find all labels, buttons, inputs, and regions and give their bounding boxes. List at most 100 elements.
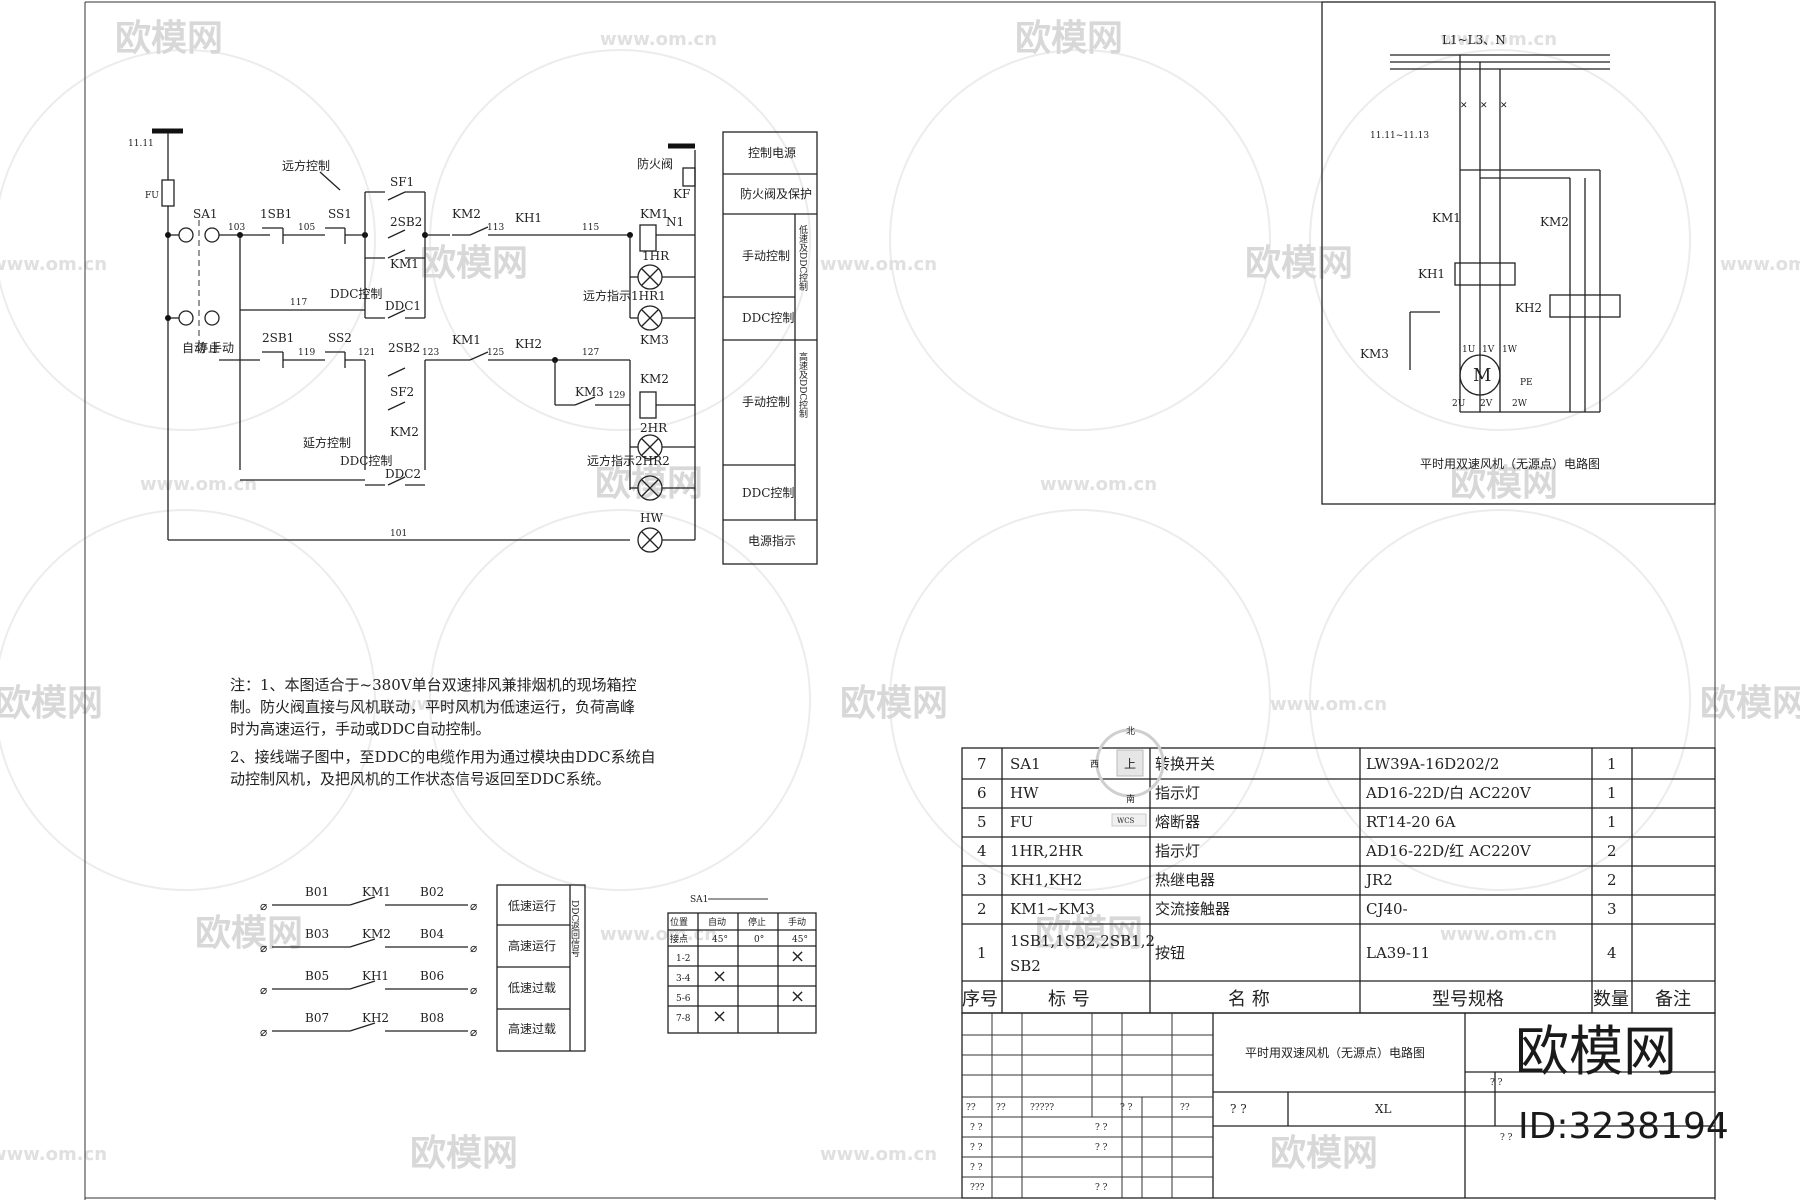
svg-text:交流接触器: 交流接触器	[1155, 900, 1230, 918]
svg-text:RT14-20 6A: RT14-20 6A	[1366, 813, 1456, 831]
svg-text:KH2: KH2	[1515, 301, 1542, 315]
svg-text:✕: ✕	[1480, 101, 1488, 111]
svg-text:2SB1: 2SB1	[262, 331, 294, 345]
svg-text:? ?: ? ?	[1095, 1183, 1108, 1193]
svg-text:101: 101	[390, 529, 407, 539]
svg-text:×: ×	[712, 1006, 727, 1027]
svg-text:?????: ?????	[1030, 1103, 1054, 1113]
svg-text:2U: 2U	[1452, 399, 1466, 409]
svg-text:LA39-11: LA39-11	[1366, 944, 1430, 962]
svg-text:HW: HW	[1010, 784, 1039, 802]
svg-text:FU: FU	[1010, 813, 1033, 831]
svg-text:www.om.cn: www.om.cn	[1440, 29, 1557, 50]
svg-text:低速过载: 低速过载	[508, 981, 556, 995]
svg-text:? ?: ? ?	[970, 1123, 983, 1133]
svg-text:1V: 1V	[1482, 345, 1495, 355]
svg-text:×: ×	[712, 966, 727, 987]
svg-text:www.om.cn: www.om.cn	[140, 474, 257, 495]
svg-text:数量: 数量	[1593, 989, 1629, 1010]
svg-text:AD16-22D/红 AC220V: AD16-22D/红 AC220V	[1365, 842, 1532, 860]
svg-text:123: 123	[422, 348, 439, 358]
svg-text:??: ??	[1180, 1103, 1190, 1113]
svg-text:B08: B08	[420, 1011, 444, 1025]
svg-text:低速及DDC控制: 低速及DDC控制	[797, 224, 808, 291]
svg-text:型号规格: 型号规格	[1432, 989, 1504, 1010]
svg-text:SS1: SS1	[328, 207, 352, 221]
svg-text:KM2: KM2	[1540, 215, 1569, 229]
svg-text:127: 127	[582, 348, 599, 358]
svg-text:129: 129	[608, 391, 625, 401]
parts-table: 7 SA1 转换开关 LW39A-16D202/2 1 6 HW 指示灯 AD1…	[961, 747, 1716, 1014]
svg-text:4: 4	[977, 842, 987, 860]
svg-text:高速过载: 高速过载	[508, 1021, 556, 1036]
svg-text:www.om.cn: www.om.cn	[400, 694, 517, 715]
svg-text:B02: B02	[420, 885, 444, 899]
svg-text:高速运行: 高速运行	[508, 938, 556, 953]
svg-text:⌀: ⌀	[470, 899, 477, 913]
svg-text:欧模网: 欧模网	[0, 683, 103, 724]
svg-text:N1: N1	[666, 215, 684, 229]
svg-text:KM1: KM1	[640, 207, 669, 221]
svg-text:JR2: JR2	[1364, 871, 1393, 889]
svg-text:⌀: ⌀	[470, 983, 477, 997]
svg-text:熔断器: 熔断器	[1155, 813, 1200, 831]
svg-text:1: 1	[1607, 755, 1617, 773]
svg-text:注：1、本图适合于~380V单台双速排风兼排烟机的现场箱控: 注：1、本图适合于~380V单台双速排风兼排烟机的现场箱控	[230, 676, 637, 694]
svg-text:欧模网: 欧模网	[595, 463, 703, 504]
svg-text:手动: 手动	[788, 916, 806, 928]
svg-text:自动: 自动	[182, 341, 206, 355]
svg-text:www.om.cn: www.om.cn	[0, 1144, 107, 1165]
svg-text:按钮: 按钮	[1155, 944, 1185, 962]
svg-text:备注: 备注	[1655, 989, 1691, 1010]
svg-text:3: 3	[977, 871, 987, 889]
svg-text:转换开关: 转换开关	[1155, 755, 1215, 773]
svg-text:热继电器: 热继电器	[1155, 871, 1215, 889]
svg-text:手动: 手动	[210, 341, 234, 355]
side-function-table: 控制电源 防火阀及保护 手动控制 DDC控制 手动控制 DDC控制 电源指示 低…	[722, 131, 818, 565]
svg-text:标 号: 标 号	[1048, 989, 1090, 1010]
svg-text:103: 103	[228, 223, 245, 233]
viewcube[interactable]: 上 北 南 西 WCS	[1090, 726, 1165, 827]
svg-text:? ?: ? ?	[970, 1163, 983, 1173]
svg-text:⌀: ⌀	[470, 1025, 477, 1039]
svg-text:113: 113	[487, 223, 504, 233]
svg-text:5: 5	[977, 813, 987, 831]
svg-text:KM1: KM1	[362, 885, 391, 899]
svg-text:5-6: 5-6	[676, 994, 691, 1004]
svg-text:www.om.cn: www.om.cn	[1270, 694, 1387, 715]
svg-text:位置: 位置	[670, 916, 688, 928]
svg-text:欧模网: 欧模网	[420, 243, 528, 284]
svg-text:KH1: KH1	[515, 211, 542, 225]
svg-text:DDC2: DDC2	[385, 467, 421, 481]
svg-text:???: ???	[970, 1183, 985, 1193]
svg-text:? ?: ? ?	[1120, 1103, 1133, 1113]
svg-text:KH1: KH1	[362, 969, 389, 983]
svg-text:117: 117	[290, 298, 307, 308]
svg-text:⌀: ⌀	[260, 983, 267, 997]
terminal-diagram: B01 KM1 B02 B03 KM2 B04 B05 KH1 B06 B07 …	[260, 884, 586, 1052]
svg-text:FU: FU	[145, 191, 159, 201]
svg-text:1: 1	[1607, 813, 1617, 831]
svg-text:✕: ✕	[1500, 101, 1508, 111]
svg-text:1-2: 1-2	[676, 954, 691, 964]
svg-text:KF: KF	[673, 187, 690, 201]
svg-text:2: 2	[1607, 871, 1617, 889]
svg-text:KH2: KH2	[362, 1011, 389, 1025]
svg-text:115: 115	[582, 223, 599, 233]
svg-text:KH1: KH1	[1418, 267, 1445, 281]
svg-text:指示灯: 指示灯	[1155, 842, 1200, 860]
svg-text:KM2: KM2	[452, 207, 481, 221]
svg-text:KM1~KM3: KM1~KM3	[1010, 900, 1095, 918]
svg-text:远方控制: 远方控制	[282, 158, 330, 173]
svg-text:LW39A-16D202/2: LW39A-16D202/2	[1366, 755, 1499, 773]
svg-text:KH2: KH2	[515, 337, 542, 351]
watermark-text: 欧模网 www.om.cn 欧模网 www.om.cn www.om.cn 欧模…	[0, 18, 1800, 1174]
svg-text:XL: XL	[1375, 1102, 1392, 1116]
svg-text:125: 125	[487, 348, 504, 358]
notes: 注：1、本图适合于~380V单台双速排风兼排烟机的现场箱控 制。防火阀直接与风机…	[230, 676, 656, 788]
svg-text:⌀: ⌀	[470, 941, 477, 955]
svg-text:119: 119	[298, 348, 315, 358]
svg-text:名 称: 名 称	[1228, 989, 1270, 1010]
svg-text:B03: B03	[305, 927, 329, 941]
svg-text:欧模网: 欧模网	[1035, 913, 1143, 954]
